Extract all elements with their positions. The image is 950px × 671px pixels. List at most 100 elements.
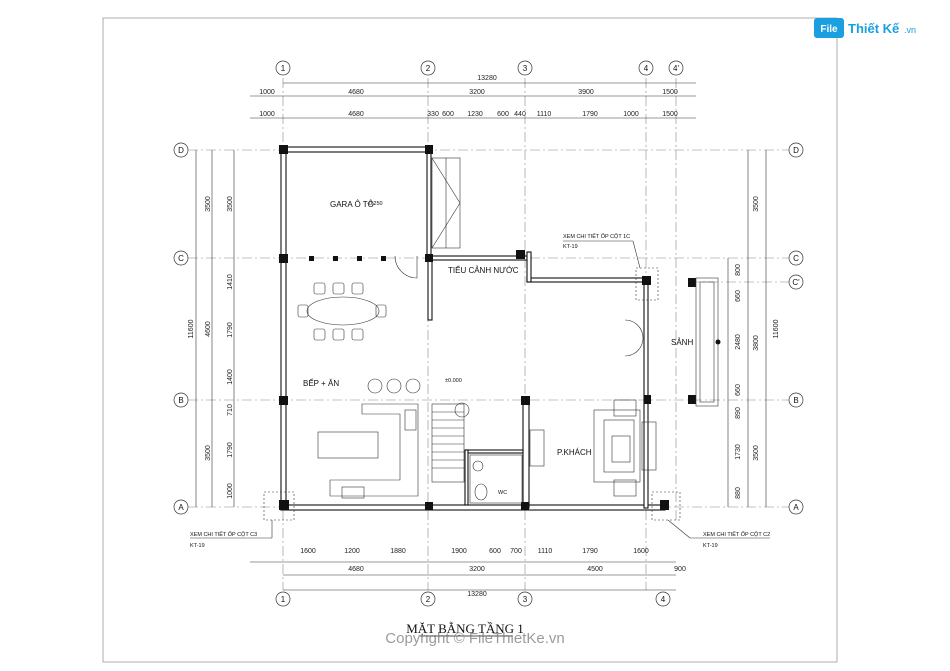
dim-right-r2-3: 660 (735, 384, 742, 396)
dim-top-r1-0: 1000 (259, 89, 275, 96)
logo-suffix: .vn (904, 25, 916, 35)
site-logo: File Thiết Kế .vn (814, 18, 916, 38)
drawing-frame (102, 17, 838, 663)
grid-bubble-labels: 1 2 3 4 4' 1 2 3 4 D C B A D C C' B A (178, 64, 800, 604)
grid-label-top-3: 3 (523, 64, 528, 73)
dim-top-r1-4: 1500 (662, 89, 678, 96)
dim-right-total: 11600 (773, 319, 780, 338)
dim-bot-r2-0: 4680 (348, 566, 364, 573)
dimensions-left: 11600 3500 4600 3500 3500 1410 1790 1400… (188, 196, 234, 499)
grid-label-bottom-4: 4 (661, 595, 666, 604)
dim-bot-r1-1: 1200 (344, 548, 360, 555)
dim-left-r1-0: 3500 (205, 196, 212, 212)
dim-right-r2-2: 2480 (735, 334, 742, 350)
dim-top-r2-7: 1110 (537, 111, 552, 118)
note-c1-ref: KT-19 (563, 244, 578, 250)
dim-right-r2-5: 1730 (735, 444, 742, 460)
dim-bot-r2-2: 4500 (587, 566, 603, 573)
copyright-watermark: Copyright © FileThietKe.vn (385, 630, 564, 647)
dim-right-r1-2: 3500 (753, 445, 760, 461)
dim-bot-total: 13280 (467, 591, 487, 598)
grid-label-top-4p: 4' (673, 64, 679, 73)
dim-left-r2-5: 1790 (227, 442, 234, 458)
dim-left-r1-1: 4600 (205, 321, 212, 337)
dim-left-r2-2: 1790 (227, 322, 234, 338)
dimensions-bottom: 1600 1200 1880 1900 600 700 1110 1790 16… (300, 548, 686, 598)
dimension-lines (195, 82, 767, 591)
dimensions-right: 11600 3500 3800 3500 800 660 2480 660 89… (735, 196, 780, 499)
dim-top-r1-2: 3200 (469, 89, 485, 96)
dimensions-top: 13280 1000 4680 3200 3900 1500 1000 4680… (259, 75, 678, 118)
room-label-kitchen: BẾP + ĂN (303, 378, 339, 388)
dim-bot-r1-8: 1600 (633, 548, 649, 555)
dim-top-r2-6: 440 (514, 111, 526, 118)
note-c2-ref: KT-19 (703, 543, 718, 549)
room-label-porch: SẢNH (671, 338, 693, 347)
dim-left-r1-2: 3500 (205, 445, 212, 461)
grid-label-bottom-1: 1 (281, 595, 286, 604)
dim-top-r2-8: 1790 (582, 111, 598, 118)
dim-right-r1-1: 3800 (753, 335, 760, 351)
detail-notes: XEM CHI TIẾT ỐP CỘT 1C KT-19 XEM CHI TIẾ… (190, 233, 770, 549)
dim-top-r2-9: 1000 (623, 111, 639, 118)
dim-top-r2-2: 330 (427, 111, 439, 118)
columns (279, 145, 696, 510)
grid-label-right-D: D (793, 146, 799, 155)
dim-right-r1-0: 3500 (753, 196, 760, 212)
dim-bot-r1-7: 1790 (582, 548, 598, 555)
note-c3: XEM CHI TIẾT ỐP CỘT C3 (190, 531, 257, 538)
drawing-title: MẶT BẰNG TẦNG 1 (406, 621, 524, 636)
dim-right-r2-1: 660 (735, 290, 742, 302)
room-label-living: P.KHÁCH (557, 448, 592, 457)
grid-label-top-4: 4 (644, 64, 649, 73)
dim-bot-r1-0: 1600 (300, 548, 316, 555)
grid-label-top-2: 2 (426, 64, 431, 73)
grid-label-bottom-2: 2 (426, 595, 431, 604)
grid-label-bottom-3: 3 (523, 595, 528, 604)
note-c3-ref: KT-19 (190, 543, 205, 549)
logo-mark: File (820, 24, 838, 35)
dim-top-r2-5: 600 (497, 111, 509, 118)
room-label-wc: WC (498, 490, 507, 496)
dim-bot-r1-5: 700 (510, 548, 522, 555)
room-label-garden: TIỂU CẢNH NƯỚC (448, 266, 519, 275)
note-c2: XEM CHI TIẾT ỐP CỘT C2 (703, 531, 770, 538)
room-labels: GARA Ô TÔ -0.250 TIỂU CẢNH NƯỚC BẾP + ĂN… (303, 200, 693, 496)
note-leaders (190, 240, 770, 539)
dim-top-r1-1: 4680 (348, 89, 364, 96)
dim-left-r2-0: 3500 (227, 196, 234, 212)
dim-bot-r2-3: 900 (674, 566, 686, 573)
dim-bot-r2-1: 3200 (469, 566, 485, 573)
level-floor: ±0.000 (445, 378, 462, 384)
grid-label-right-B: B (793, 396, 798, 405)
grid-label-left-A: A (178, 503, 184, 512)
logo-text: Thiết Kế (848, 21, 900, 36)
dim-right-r2-6: 880 (735, 487, 742, 499)
dim-top-r1-3: 3900 (578, 89, 594, 96)
grid-label-right-A: A (793, 503, 799, 512)
interior-details (297, 157, 721, 504)
grid-label-top-1: 1 (281, 64, 286, 73)
dim-left-r2-6: 1000 (227, 483, 234, 499)
room-label-garage: GARA Ô TÔ (330, 200, 374, 209)
dim-left-total: 11600 (188, 319, 195, 338)
dim-top-r2-10: 1500 (662, 111, 678, 118)
dim-bot-r1-3: 1900 (451, 548, 467, 555)
grid-label-left-B: B (178, 396, 183, 405)
dim-bot-r1-4: 600 (489, 548, 501, 555)
dim-left-r2-3: 1400 (227, 369, 234, 385)
dim-top-r2-3: 600 (442, 111, 454, 118)
dim-top-total: 13280 (477, 75, 497, 82)
dim-right-r2-0: 800 (735, 264, 742, 276)
dim-top-r2-0: 1000 (259, 111, 275, 118)
grid-label-left-C: C (178, 254, 184, 263)
level-garage: -0.250 (367, 201, 383, 207)
dim-bot-r1-6: 1110 (538, 548, 553, 555)
grid-bubble-circles (173, 60, 804, 607)
grid-label-left-D: D (178, 146, 184, 155)
grid-label-right-C: C (793, 254, 799, 263)
dim-top-r2-1: 4680 (348, 111, 364, 118)
grid-label-right-Cp: C' (792, 278, 800, 287)
note-c1: XEM CHI TIẾT ỐP CỘT 1C (563, 233, 630, 240)
